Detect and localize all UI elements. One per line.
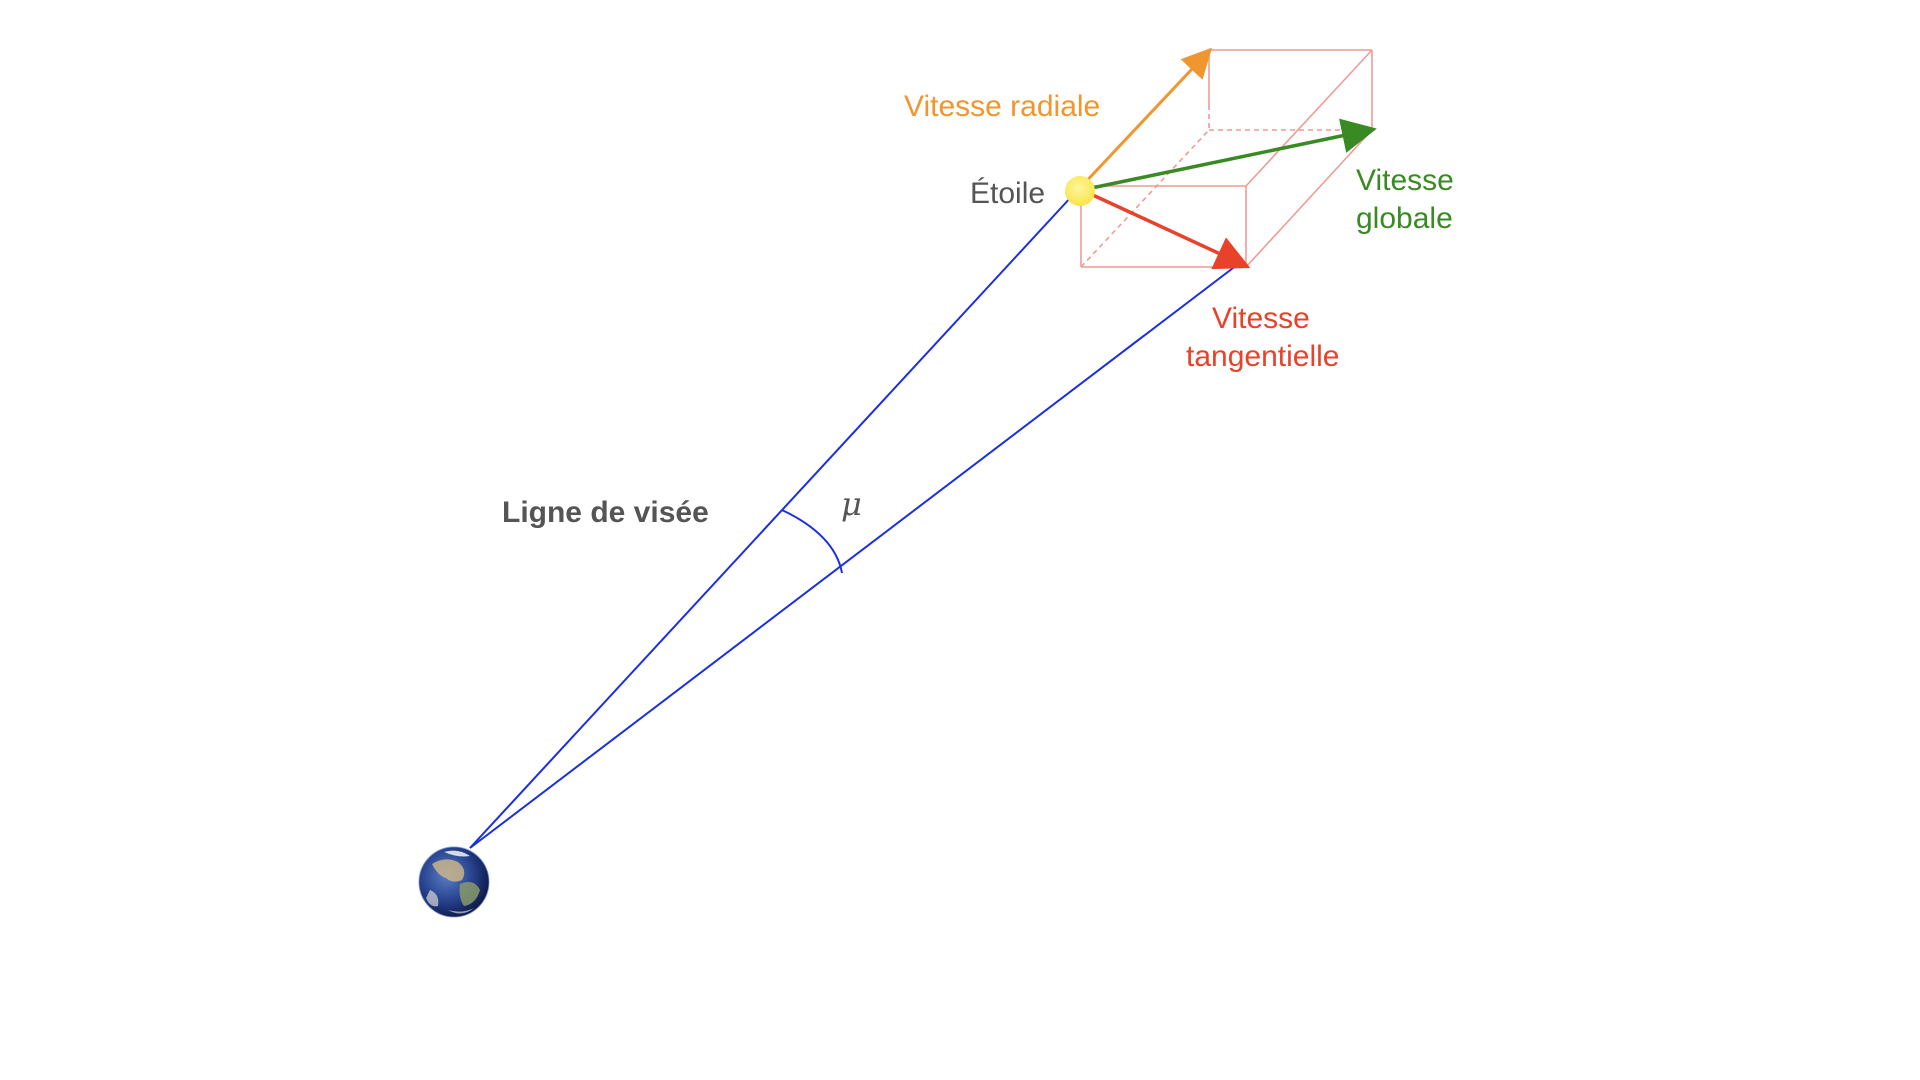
star-label: Étoile: [970, 177, 1045, 210]
angle-mu-label: μ: [841, 485, 862, 523]
angle-arc: [781, 509, 843, 574]
sight-lines: [469, 195, 1238, 849]
tangential-velocity-label-line1: Vitesse: [1212, 302, 1310, 335]
star-dot: [1065, 176, 1095, 206]
tangential-velocity-label-line2: tangentielle: [1186, 340, 1339, 373]
global-velocity-label-line2: globale: [1356, 202, 1453, 235]
radial-velocity-arrow: [1078, 47, 1213, 190]
global-velocity-arrow: [1081, 118, 1377, 192]
earth-icon: [418, 846, 490, 918]
tangential-velocity-arrow: [1081, 188, 1251, 270]
sight-line-to-star: [469, 195, 1073, 849]
radial-velocity-label: Vitesse radiale: [904, 90, 1100, 123]
sight-line-to-tangent-tip: [469, 264, 1238, 849]
global-velocity-label-line1: Vitesse: [1356, 164, 1454, 197]
line-of-sight-label: Ligne de visée: [502, 496, 709, 529]
